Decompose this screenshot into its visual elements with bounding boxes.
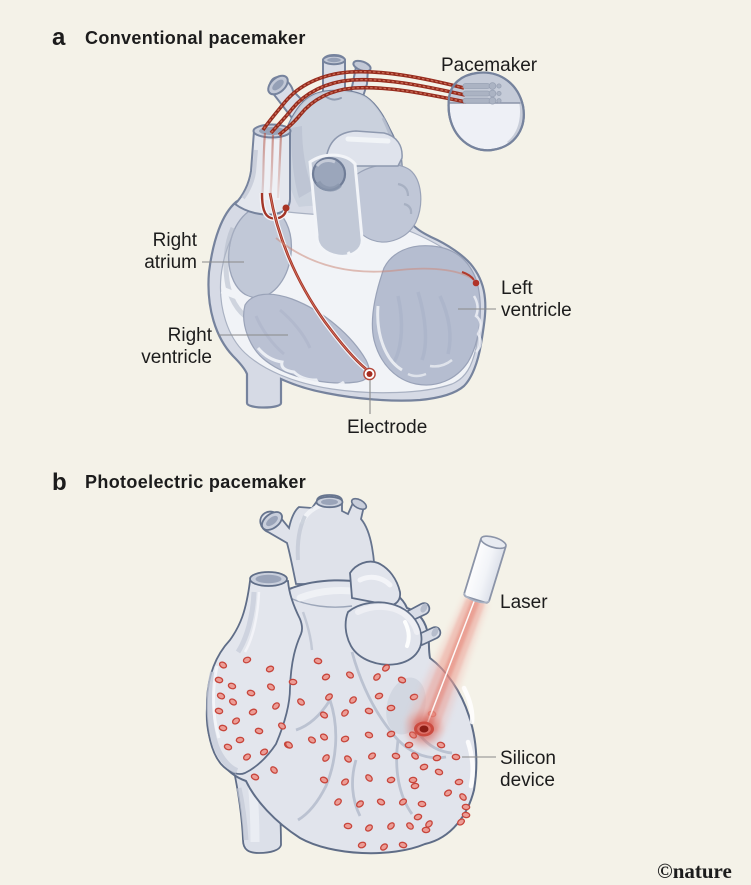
svg-text:Right: Right (168, 325, 213, 346)
svg-text:Laser: Laser (500, 592, 548, 613)
svg-text:ventricle: ventricle (501, 300, 572, 321)
svg-text:b: b (52, 469, 67, 496)
svg-text:Photoelectric pacemaker: Photoelectric pacemaker (85, 472, 306, 492)
svg-text:device: device (500, 770, 555, 791)
svg-text:Right: Right (153, 230, 198, 251)
svg-text:ventricle: ventricle (141, 347, 212, 368)
svg-text:a: a (52, 24, 66, 51)
svg-text:Silicon: Silicon (500, 748, 556, 769)
svg-text:Electrode: Electrode (347, 417, 427, 438)
svg-text:©nature: ©nature (657, 859, 732, 883)
svg-text:Pacemaker: Pacemaker (441, 55, 538, 76)
svg-text:atrium: atrium (144, 252, 197, 273)
svg-text:Conventional pacemaker: Conventional pacemaker (85, 28, 306, 48)
svg-text:Left: Left (501, 278, 533, 299)
